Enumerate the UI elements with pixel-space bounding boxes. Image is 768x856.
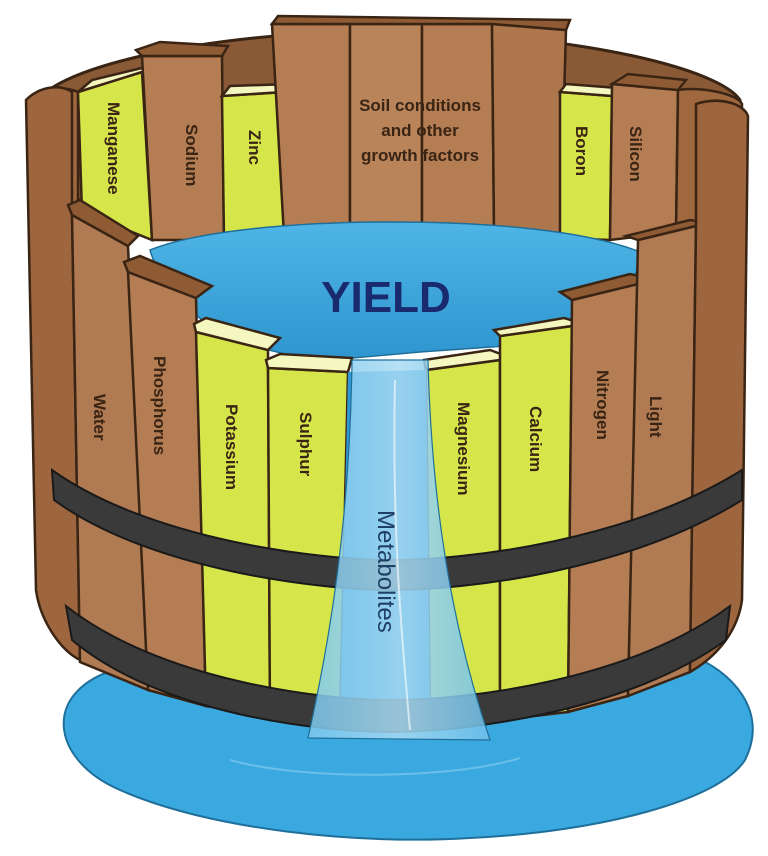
label-sulphur: Sulphur — [296, 412, 315, 477]
stave-phosphorus-top — [122, 254, 215, 300]
soil-label-line-2: and other — [381, 121, 459, 140]
stave-nitrogen — [566, 282, 640, 714]
label-manganese: Manganese — [104, 102, 123, 195]
soil-label-line-1: Soil conditions — [359, 96, 481, 115]
stave-calcium — [498, 324, 574, 722]
puddle-ripple — [229, 757, 521, 776]
iron-bands — [50, 467, 743, 734]
metabolites-label: Metabolites — [372, 510, 399, 633]
stave-front-right-curve — [688, 99, 750, 675]
stave-soil-1 — [270, 22, 352, 238]
soil-label-line-3: growth factors — [361, 146, 479, 165]
label-potassium: Potassium — [222, 404, 241, 490]
front-right-staves — [422, 99, 750, 726]
yield-label: YIELD — [321, 273, 451, 322]
label-nitrogen: Nitrogen — [593, 370, 612, 440]
stave-light — [626, 224, 698, 698]
band-upper — [50, 467, 743, 592]
metabolites-flow — [307, 359, 491, 741]
label-phosphorus: Phosphorus — [150, 356, 169, 455]
label-magnesium: Magnesium — [454, 402, 473, 496]
soil-label: Soil conditions and other growth factors — [359, 96, 481, 165]
label-boron: Boron — [572, 126, 591, 176]
stave-zinc — [220, 90, 286, 242]
label-light: Light — [646, 396, 665, 438]
stave-water-top — [66, 198, 140, 248]
label-water: Water — [90, 394, 109, 441]
stave-potassium — [194, 330, 272, 718]
label-sodium: Sodium — [182, 124, 201, 186]
band-lower — [64, 603, 732, 734]
stave-sulphur-top — [264, 352, 354, 374]
flow-streak — [393, 379, 411, 731]
stave-sodium-top — [133, 40, 231, 58]
stave-labels: Manganese Sodium Zinc Boron Silicon Wate… — [90, 102, 665, 496]
label-silicon: Silicon — [626, 126, 645, 182]
label-zinc: Zinc — [245, 130, 264, 165]
stave-soil-top — [269, 14, 572, 32]
stave-potassium-top — [192, 316, 283, 352]
label-calcium: Calcium — [526, 406, 545, 472]
stave-front-left-curve — [24, 86, 82, 663]
stave-soil-4 — [490, 22, 568, 240]
stave-silicon-top — [608, 72, 689, 92]
